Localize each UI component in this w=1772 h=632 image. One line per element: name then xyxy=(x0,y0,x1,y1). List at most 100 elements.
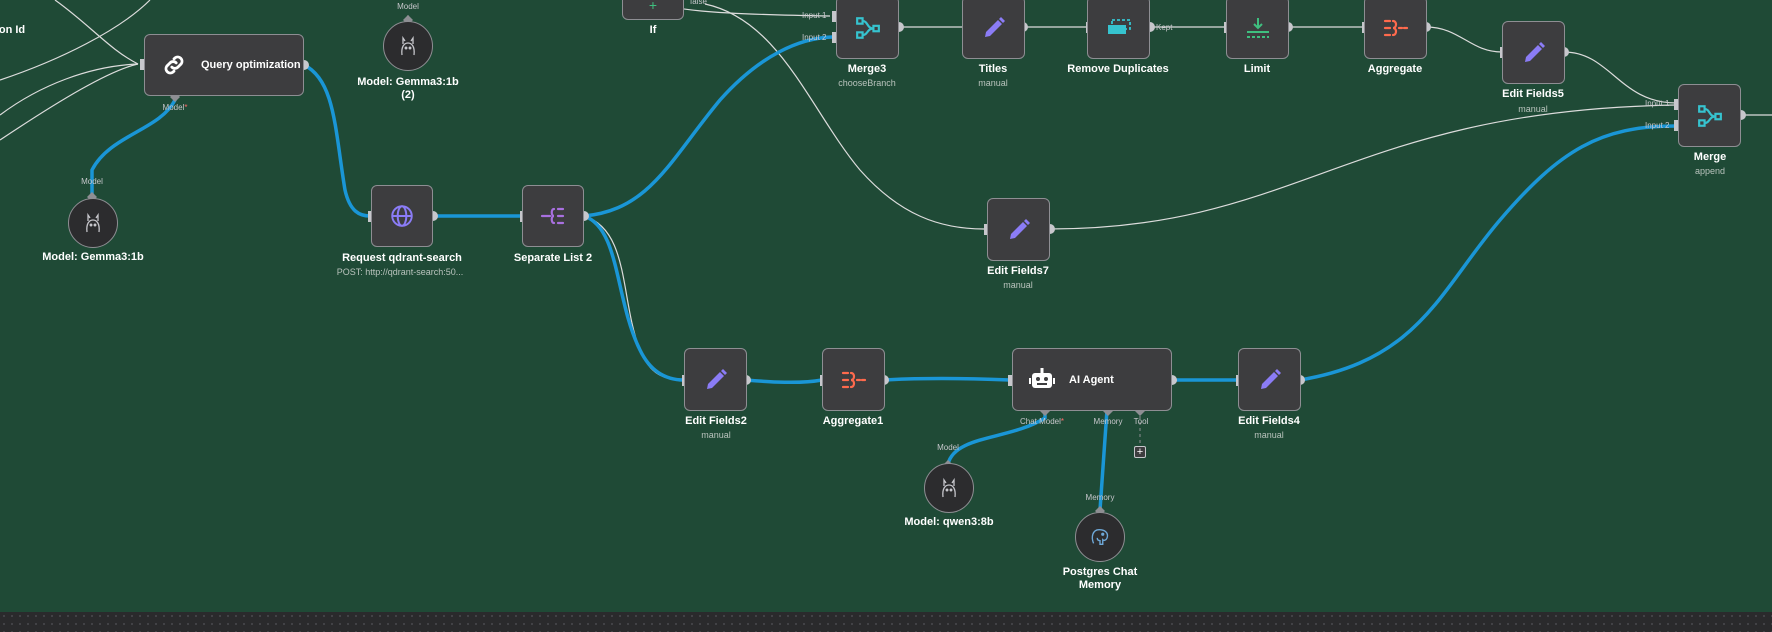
highlight-separate-merge3[interactable] xyxy=(582,35,834,218)
node-query-optimization-label: Query optimization xyxy=(201,59,301,71)
highlight-aggregate1-aiagent[interactable] xyxy=(882,376,1012,382)
split-out-icon xyxy=(540,206,566,226)
node-if-title: If xyxy=(649,24,657,36)
connection-upper-left-3[interactable] xyxy=(0,63,139,141)
ollama-icon xyxy=(83,212,103,234)
gemma-port-label: Model xyxy=(81,177,103,186)
connection-if-false-to-editfields7[interactable] xyxy=(704,3,985,230)
node-edit-fields5[interactable] xyxy=(1502,21,1565,84)
prev-node-label: on Id xyxy=(0,24,26,36)
if-false-label: false xyxy=(690,0,707,6)
node-postgres-chat-memory[interactable] xyxy=(1075,512,1125,562)
add-tool-button[interactable]: + xyxy=(1134,446,1146,458)
node-edit-fields4-subtitle: manual xyxy=(1254,430,1284,440)
merge3-input2-label: Input 2 xyxy=(802,33,827,42)
node-model-qwen[interactable] xyxy=(924,463,974,513)
postgres-elephant-icon xyxy=(1089,526,1111,548)
remove-duplicates-kept-label: Kept xyxy=(1156,23,1173,32)
node-edit-fields5-title: Edit Fields5 xyxy=(1502,88,1564,100)
ollama-icon xyxy=(398,35,418,57)
link-icon xyxy=(161,52,187,78)
node-model-gemma-2-title: Model: Gemma3:1b (2) xyxy=(357,76,459,101)
connection-aggregate-editfields5[interactable] xyxy=(1425,26,1503,53)
node-postgres-title: Postgres Chat Memory xyxy=(1062,566,1138,591)
query-opt-model-port: Model* xyxy=(162,103,188,112)
ollama-icon xyxy=(939,477,959,499)
node-edit-fields7[interactable] xyxy=(987,198,1050,261)
highlighted-connections xyxy=(90,35,1678,512)
ai-agent-chat-model-port: Chat Model* xyxy=(1019,417,1065,426)
merge-input2-label: Input 2 xyxy=(1645,121,1670,130)
node-edit-fields7-subtitle: manual xyxy=(1003,280,1033,290)
node-remove-duplicates-title: Remove Duplicates xyxy=(1067,63,1169,75)
gemma2-port-label: Model xyxy=(397,2,419,11)
postgres-port-label: Memory xyxy=(1085,493,1115,502)
pencil-icon xyxy=(1007,218,1031,242)
highlight-gemma-queryopt[interactable] xyxy=(90,98,177,198)
node-edit-fields2-subtitle: manual xyxy=(701,430,731,440)
highlight-separate-editfields2[interactable] xyxy=(582,214,686,382)
pencil-icon xyxy=(1258,368,1282,392)
pencil-icon xyxy=(704,368,728,392)
aggregate-icon xyxy=(1383,18,1409,38)
node-request-qdrant[interactable] xyxy=(371,185,433,247)
node-aggregate1[interactable] xyxy=(822,348,885,411)
node-query-optimization[interactable]: Query optimization xyxy=(144,34,304,96)
limit-icon xyxy=(1245,16,1271,40)
node-edit-fields4[interactable] xyxy=(1238,348,1301,411)
bottom-dotted-bar xyxy=(0,612,1772,632)
connection-upper-left-2[interactable] xyxy=(0,63,139,116)
node-edit-fields5-subtitle: manual xyxy=(1518,104,1548,114)
node-edit-fields2-title: Edit Fields2 xyxy=(685,415,747,427)
node-titles-title: Titles xyxy=(978,63,1008,75)
node-titles[interactable] xyxy=(962,0,1025,59)
node-limit[interactable] xyxy=(1226,0,1289,59)
connection-upper-left-4[interactable] xyxy=(0,0,151,81)
node-model-gemma-title: Model: Gemma3:1b xyxy=(42,251,144,263)
globe-icon xyxy=(389,203,415,229)
qwen-port-label: Model xyxy=(937,443,959,452)
robot-icon xyxy=(1029,367,1055,392)
highlight-qwen-aiagent[interactable] xyxy=(946,408,1047,466)
merge3-input1-label: Input 1 xyxy=(802,11,827,20)
connection-upper-left-1[interactable] xyxy=(54,0,139,65)
node-request-qdrant-title: Request qdrant-search xyxy=(342,252,462,264)
node-remove-duplicates[interactable] xyxy=(1087,0,1150,59)
workflow-canvas[interactable] xyxy=(0,0,1772,612)
ai-agent-tool-port: Tool xyxy=(1133,417,1149,426)
connection-editfields7-merge[interactable] xyxy=(1049,104,1677,230)
plus-icon: + xyxy=(648,0,658,13)
merge-icon xyxy=(855,15,881,41)
node-edit-fields2[interactable] xyxy=(684,348,747,411)
node-limit-title: Limit xyxy=(1243,63,1271,75)
node-separate-list-2[interactable] xyxy=(522,185,584,247)
node-merge3-title: Merge3 xyxy=(847,63,887,75)
connection-separatelist-down-thin[interactable] xyxy=(583,215,685,381)
highlight-postgres-aiagent[interactable] xyxy=(1098,408,1109,512)
highlight-editfields2-aggregate1[interactable] xyxy=(744,378,824,385)
node-merge[interactable] xyxy=(1678,84,1741,147)
node-aggregate[interactable] xyxy=(1364,0,1427,59)
merge-input1-label: Input 1 xyxy=(1645,99,1670,108)
merge-icon xyxy=(1697,103,1723,129)
pencil-icon xyxy=(982,16,1006,40)
node-merge-subtitle: append xyxy=(1694,166,1726,176)
ai-agent-memory-port: Memory xyxy=(1093,417,1123,426)
node-merge3-subtitle: chooseBranch xyxy=(838,78,896,88)
node-request-qdrant-subtitle: POST: http://qdrant-search:50... xyxy=(336,267,464,277)
node-merge3[interactable] xyxy=(836,0,899,59)
node-ai-agent[interactable]: AI Agent xyxy=(1012,348,1172,411)
node-ai-agent-label: AI Agent xyxy=(1069,373,1114,386)
aggregate-icon xyxy=(841,370,867,390)
node-edit-fields7-title: Edit Fields7 xyxy=(987,265,1049,277)
node-model-gemma[interactable] xyxy=(68,198,118,248)
node-if[interactable]: + xyxy=(622,0,684,20)
plus-icon: + xyxy=(1136,446,1144,458)
connection-editfields5-merge[interactable] xyxy=(1563,51,1677,104)
remove-duplicates-icon xyxy=(1106,18,1132,37)
node-titles-subtitle: manual xyxy=(978,78,1008,88)
highlight-editfields4-merge[interactable] xyxy=(1298,124,1678,382)
highlight-queryopt-request[interactable] xyxy=(302,63,372,218)
node-edit-fields4-title: Edit Fields4 xyxy=(1238,415,1300,427)
node-model-gemma-2[interactable] xyxy=(383,21,433,71)
